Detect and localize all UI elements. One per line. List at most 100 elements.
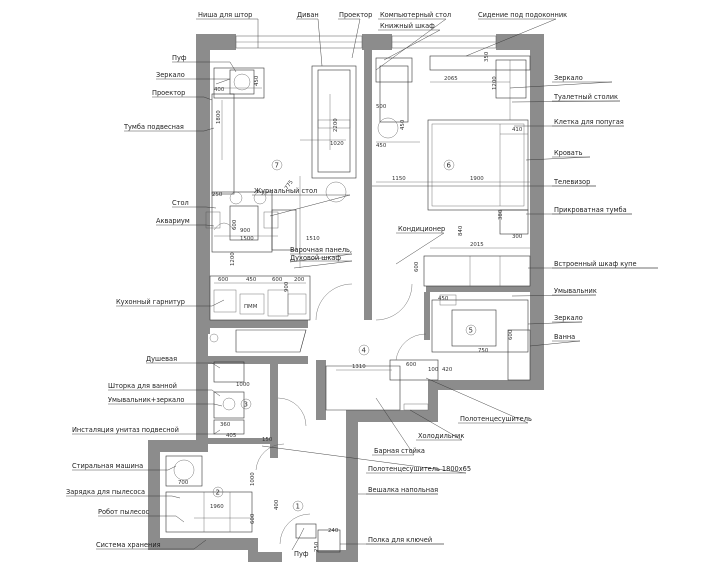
svg-text:2015: 2015 bbox=[470, 242, 484, 248]
svg-text:1000: 1000 bbox=[236, 382, 250, 388]
svg-text:1310: 1310 bbox=[352, 364, 366, 370]
svg-text:600: 600 bbox=[414, 261, 420, 272]
label-bath-curtain: Шторка для ванной bbox=[108, 382, 177, 390]
walls bbox=[148, 34, 544, 562]
label-bedside: Прикроватная тумба bbox=[554, 206, 627, 214]
label-towel-rail-2: Полотенцесушитель 1800х65 bbox=[368, 465, 471, 473]
label-coffee-table: Журнальный стол bbox=[254, 187, 317, 195]
svg-text:405: 405 bbox=[226, 433, 236, 439]
svg-text:2200: 2200 bbox=[333, 118, 339, 132]
living-room-furniture bbox=[205, 65, 357, 253]
svg-text:600: 600 bbox=[508, 329, 514, 340]
svg-text:1900: 1900 bbox=[470, 176, 484, 182]
svg-text:450: 450 bbox=[400, 119, 406, 130]
svg-text:1150: 1150 bbox=[392, 176, 406, 182]
svg-text:250: 250 bbox=[314, 541, 320, 552]
label-projector-left: Проектор bbox=[152, 89, 185, 97]
room-number-2: 2 bbox=[216, 489, 220, 497]
label-storage: Система хранения bbox=[96, 541, 161, 549]
bedroom-furniture bbox=[375, 55, 531, 287]
dimension-labels: 450 400 1800 2200 1020 250 900 600 1500 … bbox=[178, 51, 523, 552]
label-table: Стол bbox=[172, 199, 189, 207]
room-number-5: 5 bbox=[469, 327, 473, 335]
svg-text:1510: 1510 bbox=[306, 236, 320, 242]
label-toilet: Инсталяция унитаз подвесной bbox=[72, 426, 179, 434]
label-pouf-bottom: Пуф bbox=[294, 550, 309, 558]
svg-text:400: 400 bbox=[274, 499, 280, 510]
label-ac: Кондиционер bbox=[398, 225, 445, 233]
svg-text:750: 750 bbox=[478, 348, 489, 354]
label-washbasin: Умывальник bbox=[554, 287, 597, 295]
svg-text:1960: 1960 bbox=[210, 504, 224, 510]
svg-text:600: 600 bbox=[250, 513, 256, 524]
label-pouf-top: Пуф bbox=[172, 54, 187, 62]
label-sill-seat: Сидение под подоконник bbox=[478, 11, 567, 19]
svg-text:380: 380 bbox=[498, 209, 504, 220]
label-vacuum-charge: Зарядка для пылесоса bbox=[66, 488, 145, 496]
label-sofa: Диван bbox=[297, 11, 319, 19]
svg-text:2065: 2065 bbox=[444, 76, 458, 82]
svg-text:350: 350 bbox=[484, 51, 490, 62]
svg-text:600: 600 bbox=[272, 277, 283, 283]
label-wardrobe: Встроенный шкаф купе bbox=[554, 260, 637, 268]
svg-text:1200: 1200 bbox=[492, 76, 498, 90]
svg-text:300: 300 bbox=[512, 234, 523, 240]
label-washer: Стиральная машина bbox=[72, 462, 143, 470]
svg-text:600: 600 bbox=[232, 219, 238, 230]
label-parrot-cage: Клетка для попугая bbox=[554, 118, 624, 126]
label-bookcase: Книжный шкаф bbox=[380, 22, 435, 30]
svg-text:100: 100 bbox=[428, 367, 439, 373]
svg-text:700: 700 bbox=[178, 480, 189, 486]
room-number-7: 7 bbox=[275, 162, 279, 170]
svg-text:900: 900 bbox=[284, 281, 290, 292]
room-number-3: 3 bbox=[244, 401, 248, 409]
svg-text:1800: 1800 bbox=[216, 110, 222, 124]
label-towel-rail: Полотенцесушитель bbox=[460, 415, 532, 423]
room-number-1: 1 bbox=[296, 503, 300, 511]
room-numbers: 7 6 5 4 3 2 1 bbox=[212, 159, 477, 512]
svg-text:600: 600 bbox=[218, 277, 229, 283]
label-robot-vacuum: Робот пылесос bbox=[98, 508, 149, 516]
svg-text:600: 600 bbox=[406, 362, 417, 368]
svg-text:1000: 1000 bbox=[250, 472, 256, 486]
label-mirror-bath: Зеркало bbox=[554, 314, 583, 322]
svg-text:450: 450 bbox=[438, 296, 449, 302]
svg-text:450: 450 bbox=[246, 277, 257, 283]
label-fridge: Холодильник bbox=[418, 432, 464, 440]
room-number-6: 6 bbox=[447, 162, 452, 170]
label-projector-top: Проектор bbox=[339, 11, 372, 19]
label-tv-stand: Тумба подвесная bbox=[123, 123, 184, 131]
dimension-lines bbox=[194, 60, 530, 519]
label-mirror-left: Зеркало bbox=[156, 71, 185, 79]
label-dressing-table: Туалетный столик bbox=[553, 93, 618, 101]
svg-text:360: 360 bbox=[220, 422, 231, 428]
svg-text:150: 150 bbox=[262, 437, 273, 443]
label-key-shelf: Полка для ключей bbox=[368, 536, 432, 544]
bathroom-furniture bbox=[165, 294, 531, 533]
svg-text:410: 410 bbox=[512, 127, 523, 133]
svg-text:1200: 1200 bbox=[230, 252, 236, 266]
leader-lines bbox=[66, 18, 658, 551]
label-bathtub: Ванна bbox=[554, 333, 575, 341]
door-swings bbox=[255, 283, 427, 545]
svg-text:450: 450 bbox=[254, 75, 260, 86]
svg-text:1020: 1020 bbox=[330, 141, 344, 147]
label-bar-counter: Барная стойка bbox=[374, 447, 425, 455]
svg-text:900: 900 bbox=[240, 228, 251, 234]
svg-text:775: 775 bbox=[284, 179, 295, 191]
svg-text:240: 240 bbox=[328, 528, 339, 534]
svg-text:250: 250 bbox=[212, 192, 223, 198]
label-tv: Телевизор bbox=[553, 178, 590, 186]
svg-text:420: 420 bbox=[442, 367, 453, 373]
svg-text:200: 200 bbox=[294, 277, 305, 283]
hall-furniture bbox=[295, 359, 439, 553]
label-bed: Кровать bbox=[554, 149, 583, 157]
label-aquarium: Аквариум bbox=[156, 217, 190, 225]
svg-text:1500: 1500 bbox=[240, 236, 254, 242]
kitchen-furniture bbox=[209, 275, 311, 353]
label-computer-desk: Компьютерный стол bbox=[380, 11, 451, 19]
annotation-labels: Ниша для штор Диван Проектор Компьютерны… bbox=[66, 11, 637, 558]
label-hanger: Вешалка напольная bbox=[368, 486, 438, 494]
label-oven: Духовой шкаф bbox=[290, 254, 341, 262]
